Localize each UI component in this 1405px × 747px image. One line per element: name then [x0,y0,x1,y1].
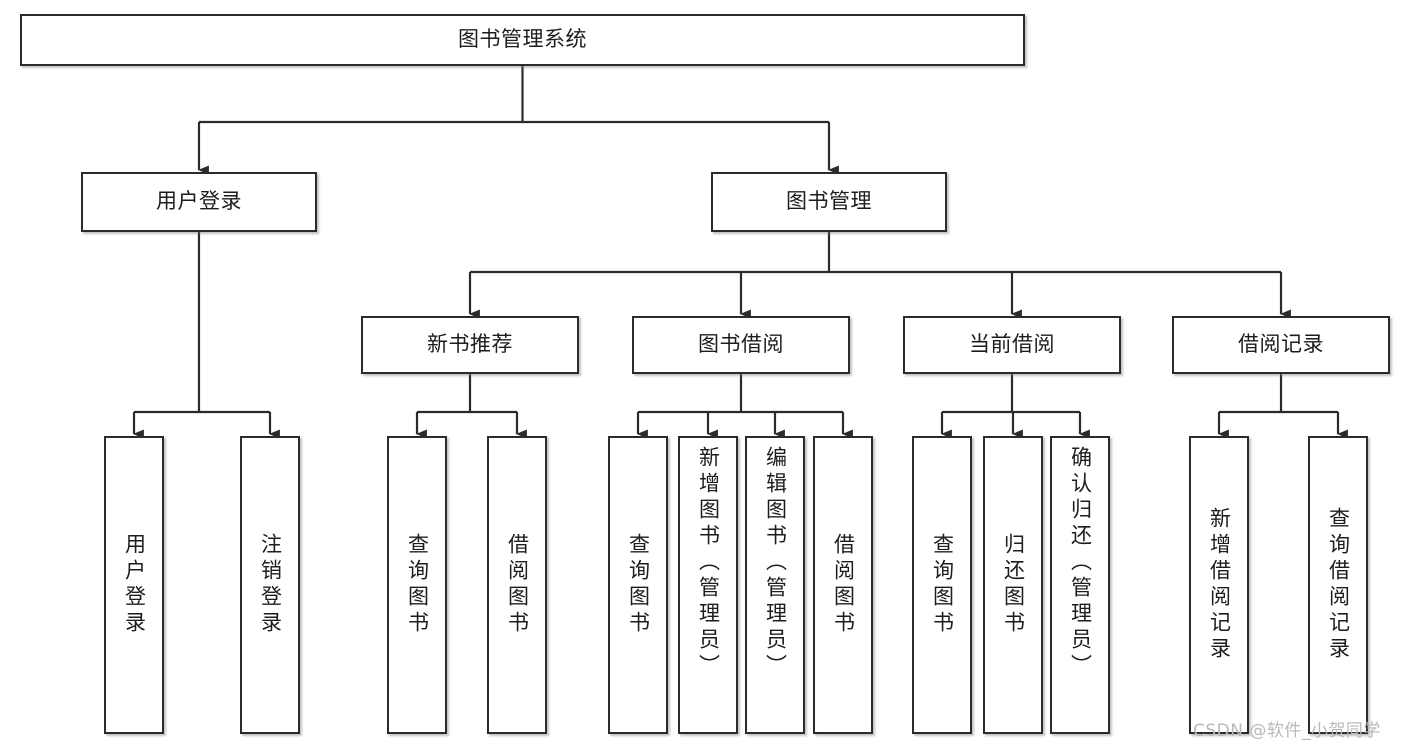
node-leaf-logout-label: 注销登录 [258,533,283,637]
node-leaf-return-book[interactable]: 归还图书 [983,436,1043,734]
node-leaf-query-book-1[interactable]: 查询图书 [387,436,447,734]
node-book-borrow-label: 图书借阅 [698,332,784,357]
node-leaf-user-login-label: 用户登录 [122,533,147,637]
node-current-borrow[interactable]: 当前借阅 [903,316,1121,374]
node-leaf-query-book-3-label: 查询图书 [930,533,955,637]
node-leaf-add-record-label: 新增借阅记录 [1207,507,1232,663]
node-book-manage-label: 图书管理 [786,189,872,214]
node-current-borrow-label: 当前借阅 [969,332,1055,357]
node-leaf-borrow-book-2-label: 借阅图书 [831,533,856,637]
node-leaf-confirm-return[interactable]: 确认归还（管理员） [1050,436,1110,734]
node-user-login[interactable]: 用户登录 [81,172,317,232]
watermark: CSDN @软件_小贺同学 [1193,721,1381,741]
node-leaf-query-book-2[interactable]: 查询图书 [608,436,668,734]
node-leaf-query-record-label: 查询借阅记录 [1326,507,1351,663]
node-book-borrow[interactable]: 图书借阅 [632,316,850,374]
node-leaf-add-record[interactable]: 新增借阅记录 [1189,436,1249,734]
node-root-label: 图书管理系统 [458,27,587,52]
node-leaf-edit-book[interactable]: 编辑图书（管理员） [745,436,805,734]
node-leaf-query-book-2-label: 查询图书 [626,533,651,637]
node-leaf-query-book-3[interactable]: 查询图书 [912,436,972,734]
node-leaf-borrow-book-1[interactable]: 借阅图书 [487,436,547,734]
node-borrow-record-label: 借阅记录 [1238,332,1324,357]
node-borrow-record[interactable]: 借阅记录 [1172,316,1390,374]
node-leaf-add-book-label: 新增图书（管理员） [696,446,721,680]
node-leaf-borrow-book-2[interactable]: 借阅图书 [813,436,873,734]
node-leaf-add-book[interactable]: 新增图书（管理员） [678,436,738,734]
node-new-book-rec-label: 新书推荐 [427,332,513,357]
node-leaf-query-record[interactable]: 查询借阅记录 [1308,436,1368,734]
node-leaf-logout[interactable]: 注销登录 [240,436,300,734]
node-book-manage[interactable]: 图书管理 [711,172,947,232]
node-leaf-return-book-label: 归还图书 [1001,533,1026,637]
node-leaf-query-book-1-label: 查询图书 [405,533,430,637]
node-leaf-confirm-return-label: 确认归还（管理员） [1068,446,1093,680]
node-leaf-user-login[interactable]: 用户登录 [104,436,164,734]
node-leaf-borrow-book-1-label: 借阅图书 [505,533,530,637]
node-leaf-edit-book-label: 编辑图书（管理员） [763,446,788,680]
node-user-login-label: 用户登录 [156,189,242,214]
node-root[interactable]: 图书管理系统 [20,14,1025,66]
node-new-book-rec[interactable]: 新书推荐 [361,316,579,374]
